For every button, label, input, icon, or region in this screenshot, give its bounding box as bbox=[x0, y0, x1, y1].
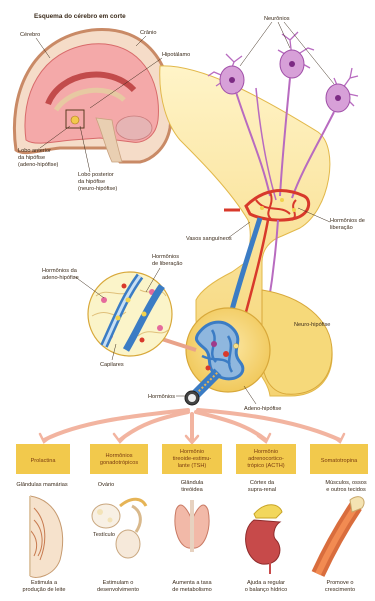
target-musculos-ossos: Músculos, ossos e outros tecidos bbox=[325, 480, 367, 493]
brain-inset-title: Esquema do cérebro em corte bbox=[34, 13, 126, 20]
label-cerebro: Cérebro bbox=[20, 32, 40, 38]
svg-text:Prolactina: Prolactina bbox=[31, 458, 57, 464]
label-hormonios-adeno: Hormônios da adeno-hipófise bbox=[42, 268, 79, 281]
svg-text:produção de leite: produção de leite bbox=[23, 587, 66, 593]
svg-text:Hormônio: Hormônio bbox=[180, 449, 204, 455]
svg-text:Hormônios: Hormônios bbox=[105, 453, 132, 459]
svg-text:Lobo posterior: Lobo posterior bbox=[78, 172, 114, 178]
svg-text:crescimento: crescimento bbox=[325, 587, 355, 593]
svg-text:lante (TSH): lante (TSH) bbox=[178, 463, 207, 469]
adeno-hypophysis bbox=[186, 308, 270, 392]
svg-text:Glândula: Glândula bbox=[181, 480, 204, 486]
svg-text:(adeno-hipófise): (adeno-hipófise) bbox=[18, 162, 59, 168]
label-cranio: Crânio bbox=[140, 30, 156, 36]
svg-text:Hormônios da: Hormônios da bbox=[42, 268, 78, 274]
svg-text:Hormônio: Hormônio bbox=[254, 449, 278, 455]
svg-text:adrenocortico-: adrenocortico- bbox=[248, 456, 284, 462]
hormone-box-tsh: Hormônio tireoide-estimu- lante (TSH) bbox=[162, 444, 222, 474]
svg-text:Estimulam o: Estimulam o bbox=[103, 580, 134, 586]
label-lobo-anterior: Lobo anterior da hipófise (adeno-hipófis… bbox=[18, 148, 59, 168]
hormone-arrows bbox=[40, 410, 344, 443]
svg-text:o balanço hídrico: o balanço hídrico bbox=[245, 587, 288, 593]
label-vasos-sanguineos: Vasos sanguíneos bbox=[186, 236, 232, 242]
label-hormonios-liberacao: Hormônios de liberação bbox=[330, 218, 365, 231]
svg-text:tireoide-estimu-: tireoide-estimu- bbox=[173, 456, 212, 462]
svg-text:Estimula a: Estimula a bbox=[31, 580, 58, 586]
label-lobo-posterior: Lobo posterior da hipófise (neuro-hipófi… bbox=[78, 172, 117, 192]
organ-thyroid bbox=[175, 500, 209, 552]
organ-mammary-gland bbox=[30, 496, 63, 577]
svg-text:tireóidea: tireóidea bbox=[181, 487, 203, 493]
hormone-box-prolactina: Prolactina bbox=[16, 444, 70, 474]
target-ovario: Ovário bbox=[98, 482, 114, 488]
label-neuro-hipofise: Neuro-hipófise bbox=[294, 322, 330, 328]
hormone-box-gonadotropicos: Hormônios gonadotrópicos bbox=[90, 444, 148, 474]
target-glandulas-mamarias: Glândulas mamárias bbox=[16, 482, 68, 488]
svg-text:gonadotrópicos: gonadotrópicos bbox=[100, 460, 138, 466]
effect-crescimento: Promove o crescimento bbox=[325, 580, 355, 593]
label-hormonios-liberacao-zoom: Hormônios de liberação bbox=[152, 254, 182, 267]
svg-text:supra-renal: supra-renal bbox=[248, 487, 276, 493]
hormone-box-acth: Hormônio adrenocortico- trópico (ACTH) bbox=[236, 444, 296, 474]
organ-adrenal-kidney bbox=[246, 505, 282, 574]
target-testiculo: Testículo bbox=[93, 532, 115, 538]
effect-desenvolvimento: Estimulam o desenvolvimento bbox=[97, 580, 139, 593]
label-hormonios: Hormônios bbox=[148, 394, 175, 400]
svg-text:Lobo anterior: Lobo anterior bbox=[18, 148, 51, 154]
effect-balanco-hidrico: Ajuda a regular o balanço hídrico bbox=[245, 580, 288, 593]
svg-text:da hipófise: da hipófise bbox=[78, 179, 105, 185]
svg-text:da hipófise: da hipófise bbox=[18, 155, 45, 161]
svg-text:Córtex da: Córtex da bbox=[250, 480, 275, 486]
svg-text:Somatotropina: Somatotropina bbox=[321, 458, 358, 464]
pituitary-small bbox=[71, 116, 79, 124]
svg-text:Ajuda a regular: Ajuda a regular bbox=[247, 580, 285, 586]
capillary-zoom-inset: Hormônios da adeno-hipófise Hormônios de… bbox=[42, 254, 196, 368]
neuro-hypophysis bbox=[262, 290, 332, 394]
label-capilares: Capilares bbox=[100, 362, 124, 368]
svg-text:Aumenta a taxa: Aumenta a taxa bbox=[172, 580, 212, 586]
hormone-boxes: Prolactina Hormônios gonadotrópicos Horm… bbox=[16, 444, 368, 474]
target-cortex-suprarrenal: Córtex da supra-renal bbox=[248, 480, 276, 493]
effect-metabolismo: Aumenta a taxa de metabolismo bbox=[172, 580, 212, 593]
svg-text:Promove o: Promove o bbox=[326, 580, 353, 586]
label-adeno-hipofise: Adeno-hipófise bbox=[244, 406, 281, 412]
target-glandula-tireoidea: Glândula tireóidea bbox=[181, 480, 204, 493]
svg-text:(neuro-hipófise): (neuro-hipófise) bbox=[78, 186, 117, 192]
svg-text:e outros tecidos: e outros tecidos bbox=[326, 487, 366, 493]
svg-text:Músculos, ossos: Músculos, ossos bbox=[325, 480, 367, 486]
svg-text:Hormônios: Hormônios bbox=[152, 254, 179, 260]
hormone-box-somatotropina: Somatotropina bbox=[310, 444, 368, 474]
label-hipotalamo: Hipotálamo bbox=[162, 52, 190, 58]
svg-text:de metabolismo: de metabolismo bbox=[172, 587, 212, 593]
svg-text:Hormônios de: Hormônios de bbox=[330, 218, 365, 224]
effect-labels: Estimula a produção de leite Estimulam o… bbox=[23, 580, 356, 593]
svg-text:adeno-hipófise: adeno-hipófise bbox=[42, 275, 79, 281]
organ-muscle-bone bbox=[318, 497, 364, 574]
svg-text:de liberação: de liberação bbox=[152, 261, 182, 267]
effect-producao-leite: Estimula a produção de leite bbox=[23, 580, 66, 593]
label-neuronios: Neurônios bbox=[264, 16, 290, 22]
svg-text:trópico (ACTH): trópico (ACTH) bbox=[247, 463, 284, 469]
svg-text:liberação: liberação bbox=[330, 225, 353, 231]
cerebellum bbox=[116, 116, 152, 140]
svg-text:desenvolvimento: desenvolvimento bbox=[97, 587, 139, 593]
